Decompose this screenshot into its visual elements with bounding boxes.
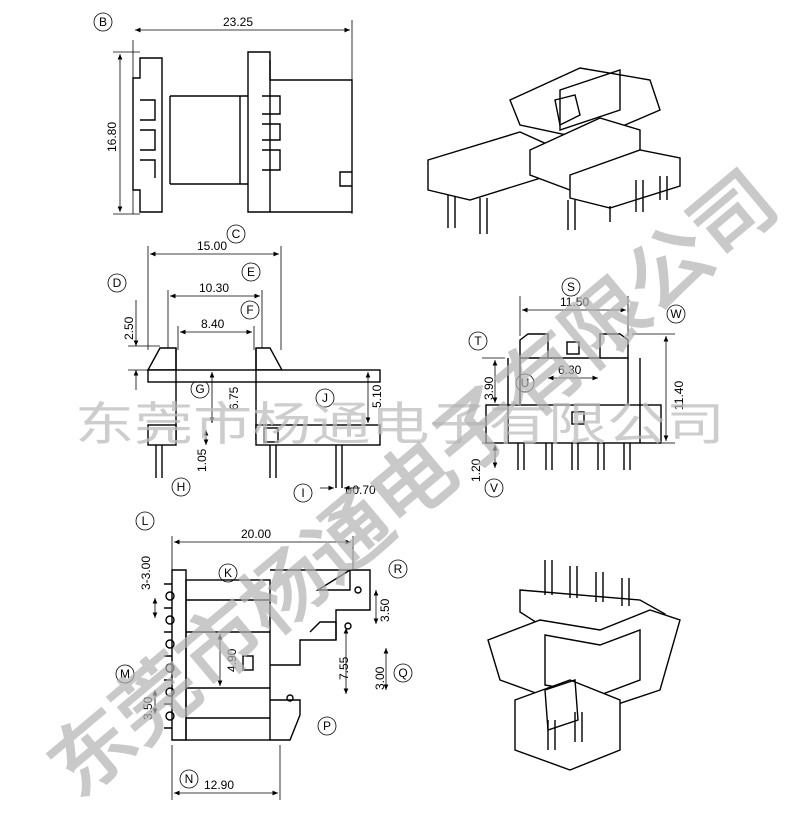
svg-text:6.30: 6.30 (558, 363, 582, 377)
svg-text:7.55: 7.55 (337, 656, 351, 680)
svg-text:U: U (521, 376, 530, 390)
svg-text:I: I (301, 486, 304, 500)
svg-text:1.05: 1.05 (195, 448, 209, 472)
svg-text:6.75: 6.75 (227, 386, 241, 410)
svg-text:B: B (99, 15, 107, 29)
watermark-diagonal: 东莞市杨通电子有限公司 (32, 154, 795, 814)
isometric-view-2 (487, 560, 681, 771)
svg-text:P: P (323, 719, 331, 733)
label-B-circle: B (93, 12, 113, 32)
svg-text:G: G (195, 382, 204, 396)
svg-text:11.40: 11.40 (672, 381, 686, 410)
svg-text:11.50: 11.50 (560, 295, 589, 309)
svg-text:N: N (185, 772, 194, 786)
svg-text:8.40: 8.40 (201, 317, 225, 331)
svg-text:3.90: 3.90 (482, 376, 496, 400)
svg-text:15.00: 15.00 (197, 239, 227, 253)
front-view: C D E F G H I J 15.00 10.30 8.40 2.50 (107, 224, 384, 503)
svg-text:W: W (670, 307, 682, 321)
bottom-pin-circles (165, 591, 175, 721)
svg-text:1.20: 1.20 (469, 458, 483, 482)
svg-text:K: K (224, 566, 232, 580)
svg-text:3.50: 3.50 (378, 598, 392, 622)
svg-text:M: M (120, 667, 130, 681)
svg-text:3.50: 3.50 (141, 696, 155, 720)
svg-text:F: F (246, 303, 253, 317)
side-pins (517, 443, 631, 470)
svg-text:20.00: 20.00 (241, 527, 271, 541)
svg-text:D: D (113, 276, 122, 290)
top-view-outline (132, 57, 163, 213)
svg-text:5.10: 5.10 (370, 384, 384, 408)
svg-text:T: T (474, 334, 482, 348)
svg-text:V: V (490, 481, 498, 495)
svg-text:L: L (142, 514, 149, 528)
svg-text:12.90: 12.90 (204, 778, 234, 792)
isometric-view-1 (427, 67, 681, 234)
svg-text:2.50: 2.50 (122, 316, 136, 340)
svg-text:ø0.70: ø0.70 (345, 483, 376, 497)
watermark-horizontal: 东莞市杨通电子有限公司 (75, 397, 725, 451)
svg-text:3.00: 3.00 (373, 666, 387, 690)
svg-text:3-3.00: 3-3.00 (139, 556, 153, 590)
dim-height-16-80: 16.80 (105, 122, 119, 152)
svg-text:E: E (247, 265, 255, 279)
iso-pins (544, 560, 630, 606)
svg-text:S: S (567, 280, 575, 294)
svg-text:10.30: 10.30 (199, 281, 229, 295)
svg-text:4.90: 4.90 (225, 648, 239, 672)
top-view: B 23.25 16.80 (93, 12, 353, 215)
svg-text:H: H (177, 480, 186, 494)
bottom-view: L K R M Q P N 20.00 (115, 511, 413, 800)
svg-text:C: C (232, 227, 241, 241)
svg-text:R: R (394, 562, 403, 576)
svg-text:J: J (322, 391, 328, 405)
dim-width-23-25: 23.25 (223, 15, 253, 29)
svg-text:Q: Q (398, 666, 407, 680)
side-view: S W T U V 11.50 (468, 277, 686, 498)
